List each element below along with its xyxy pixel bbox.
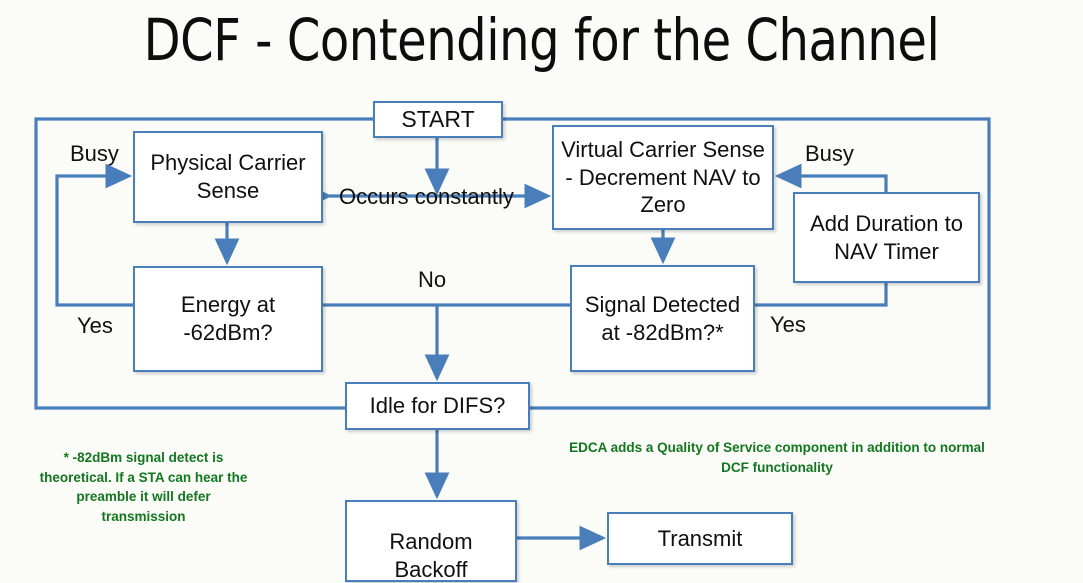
edge-label-yes-right: Yes (770, 312, 806, 337)
node-transmit-label: Transmit (657, 525, 743, 551)
node-start-label: START (401, 106, 475, 133)
node-add-duration-to-nav-timer-label: Add Duration to NAV Timer (810, 210, 963, 264)
node-physical-carrier-sense-label: Physical Carrier Sense (150, 150, 306, 203)
node-idle-for-difs[interactable]: Idle for DIFS? (345, 382, 530, 430)
node-random-backoff[interactable]: Random Backoff (345, 500, 517, 582)
node-signal-detected-at-82dbm-label: Signal Detected at -82dBm?* (584, 291, 741, 345)
node-energy-at-62dbm[interactable]: Energy at -62dBm? (133, 266, 323, 372)
edge-label-busy-left: Busy (70, 141, 119, 166)
edge-label-busy-right: Busy (805, 141, 854, 166)
node-add-duration-to-nav-timer[interactable]: Add Duration to NAV Timer (793, 192, 980, 283)
footnote-82dbm: * -82dBm signal detect is theoretical. I… (39, 450, 248, 524)
node-start[interactable]: START (373, 101, 503, 138)
node-random-backoff-label: Random Backoff (389, 529, 473, 582)
node-idle-for-difs-label: Idle for DIFS? (369, 393, 506, 419)
page-title: DCF - Contending for the Channel (143, 6, 940, 74)
node-virtual-carrier-sense-label: Virtual Carrier Sense - Decrement NAV to… (561, 136, 765, 218)
note-edca: EDCA adds a Quality of Service component… (569, 440, 985, 475)
edge-label-no-middle: No (418, 267, 447, 292)
node-physical-carrier-sense[interactable]: Physical Carrier Sense (133, 131, 323, 223)
node-energy-at-62dbm-label: Energy at -62dBm? (180, 292, 276, 345)
edge-label-occurs-constantly: Occurs constantly (339, 184, 514, 209)
node-virtual-carrier-sense[interactable]: Virtual Carrier Sense - Decrement NAV to… (552, 125, 774, 230)
node-signal-detected-at-82dbm[interactable]: Signal Detected at -82dBm?* (570, 265, 755, 372)
node-transmit[interactable]: Transmit (607, 512, 793, 565)
edge-label-yes-left: Yes (77, 313, 113, 338)
